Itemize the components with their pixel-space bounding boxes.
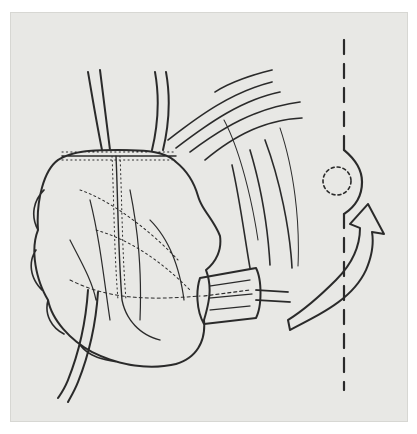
curved-arrow-icon xyxy=(288,204,384,330)
stoma-circle-icon xyxy=(323,167,351,195)
sutured-organ xyxy=(31,150,220,367)
tube-icon xyxy=(88,70,169,150)
cannula-icon xyxy=(197,268,290,324)
tube-icon xyxy=(58,290,98,402)
vessel-bundle xyxy=(168,70,302,268)
